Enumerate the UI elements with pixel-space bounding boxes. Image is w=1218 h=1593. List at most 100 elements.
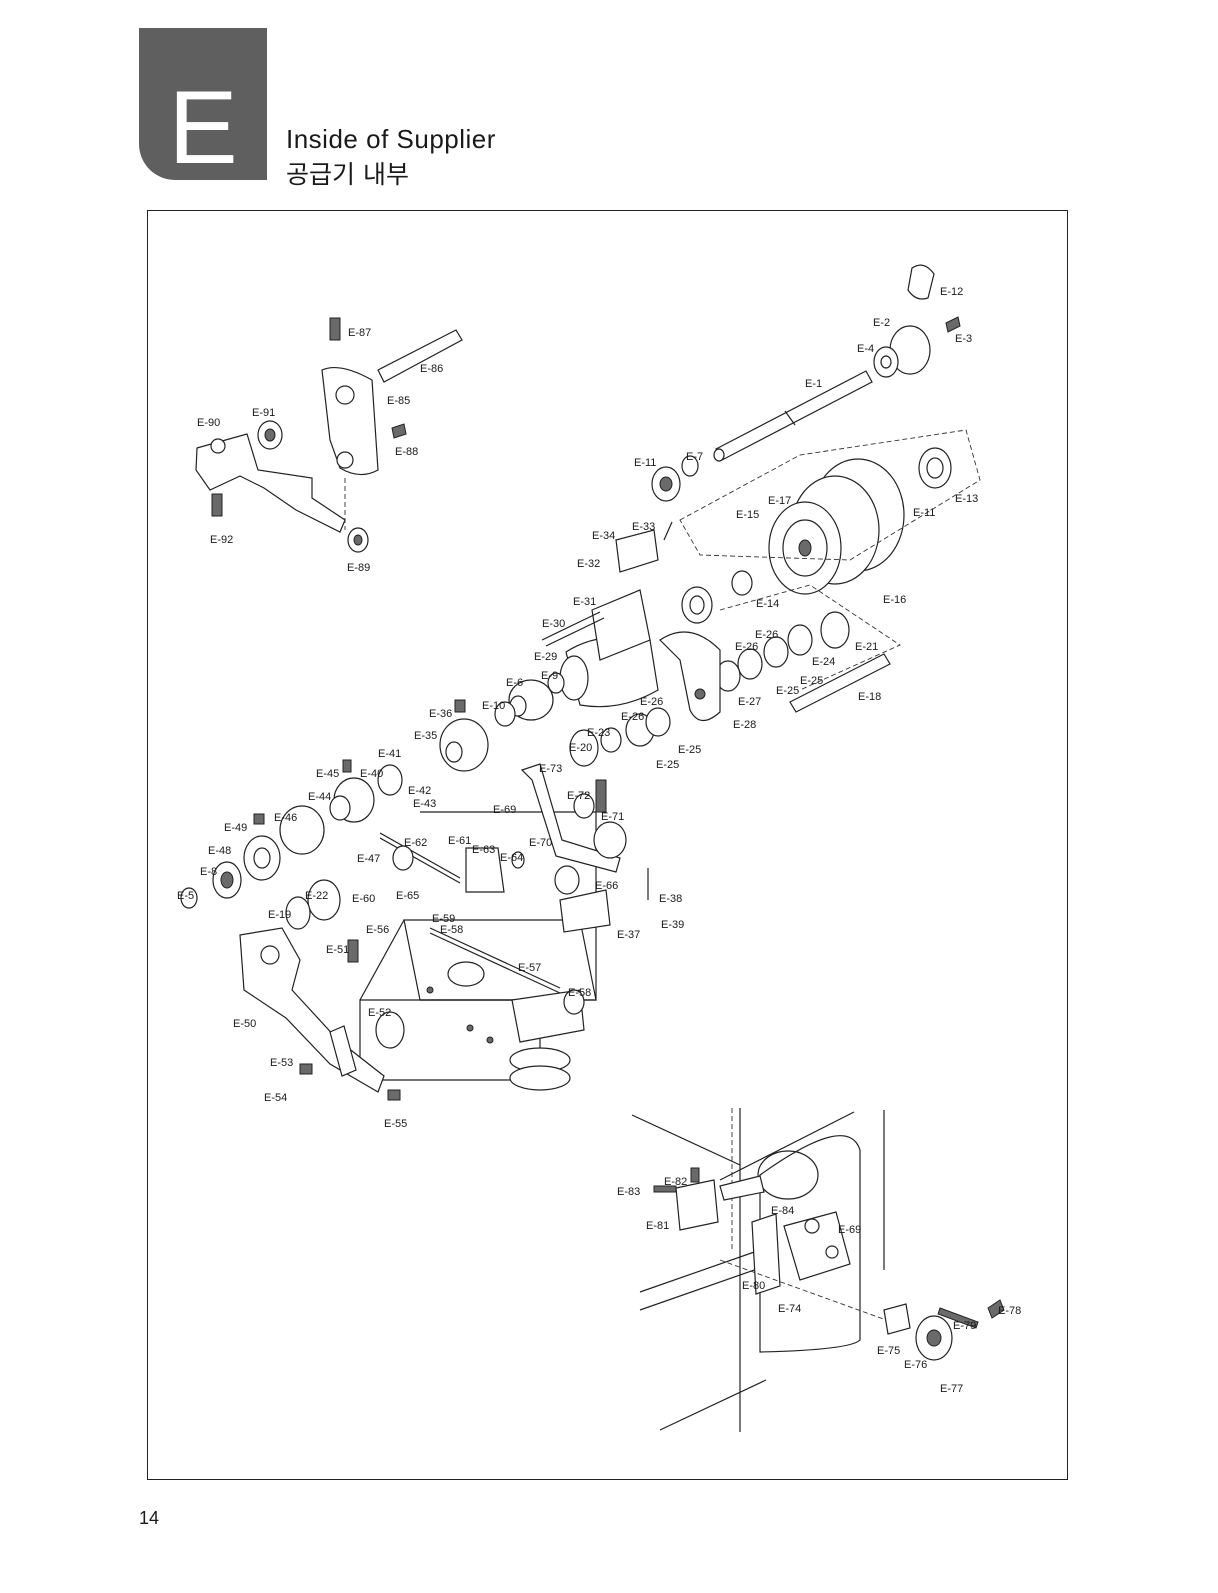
link-plate-e70 (520, 763, 649, 933)
callout-e56: E-56 (366, 924, 389, 936)
callout-e58-b: E-58 (568, 987, 591, 999)
callout-e76: E-76 (904, 1359, 927, 1371)
shaft-e1 (713, 370, 873, 462)
callout-e84: E-84 (771, 1205, 794, 1217)
callout-e90: E-90 (197, 417, 220, 429)
callout-labels: E-12 E-2 E-3 E-4 E-1 E-87 E-86 E-85 E-88… (177, 286, 1021, 1395)
callout-e45: E-45 (316, 768, 339, 780)
callout-e41: E-41 (378, 748, 401, 760)
callout-e6: E-6 (506, 677, 523, 689)
callout-e63: E-63 (472, 844, 495, 856)
callout-e48: E-48 (208, 845, 231, 857)
callout-e16: E-16 (883, 594, 906, 606)
callout-e13: E-13 (955, 493, 978, 505)
callout-e8: E-8 (200, 866, 217, 878)
callout-e77: E-77 (940, 1383, 963, 1395)
callout-e81: E-81 (646, 1220, 669, 1232)
callout-e10: E-10 (482, 700, 505, 712)
callout-e7: E-7 (686, 451, 703, 463)
section-tab: E (139, 28, 267, 180)
callout-e25-c: E-25 (678, 744, 701, 756)
callout-e53: E-53 (270, 1057, 293, 1069)
callout-e25-b: E-25 (776, 685, 799, 697)
callout-e44: E-44 (308, 791, 331, 803)
callout-e66: E-66 (595, 880, 618, 892)
callout-e19: E-19 (268, 909, 291, 921)
lever-e50 (239, 927, 401, 1101)
callout-e12: E-12 (940, 286, 963, 298)
callout-e27: E-27 (738, 696, 761, 708)
inset-detail (631, 1108, 1005, 1432)
callout-e4: E-4 (857, 343, 874, 355)
callout-e22: E-22 (305, 890, 328, 902)
callout-e69-a: E-69 (493, 804, 516, 816)
callout-e33: E-33 (632, 521, 655, 533)
callout-e39: E-39 (661, 919, 684, 931)
callout-e26-d: E-26 (621, 711, 644, 723)
timing-pulley-e16 (679, 429, 981, 595)
callout-e88: E-88 (395, 446, 418, 458)
callout-e43: E-43 (413, 798, 436, 810)
callout-e89: E-89 (347, 562, 370, 574)
callout-e35: E-35 (414, 730, 437, 742)
callout-e87: E-87 (348, 327, 371, 339)
callout-e65: E-65 (396, 890, 419, 902)
callout-e31: E-31 (573, 596, 596, 608)
callout-e61: E-61 (448, 835, 471, 847)
callout-e28: E-28 (733, 719, 756, 731)
callout-e46: E-46 (274, 812, 297, 824)
callout-e1: E-1 (805, 378, 822, 390)
callout-e54: E-54 (264, 1092, 287, 1104)
callout-e80: E-80 (742, 1280, 765, 1292)
clutch-stack (659, 570, 901, 722)
cam-chain (180, 679, 671, 909)
callout-e20: E-20 (569, 742, 592, 754)
callout-e91: E-91 (252, 407, 275, 419)
callout-e50: E-50 (233, 1018, 256, 1030)
callout-e57: E-57 (518, 962, 541, 974)
callout-e18: E-18 (858, 691, 881, 703)
callout-e86: E-86 (420, 363, 443, 375)
callout-e34: E-34 (592, 530, 615, 542)
callout-e74: E-74 (778, 1303, 801, 1315)
callout-e52: E-52 (368, 1007, 391, 1019)
callout-e24: E-24 (812, 656, 835, 668)
callout-e79: E-79 (953, 1320, 976, 1332)
callout-e69-b: E-69 (838, 1224, 861, 1236)
callout-e42: E-42 (408, 785, 431, 797)
section-title-ko: 공급기 내부 (286, 160, 409, 189)
callout-e11-top: E-11 (634, 457, 656, 469)
callout-e47: E-47 (357, 853, 380, 865)
callout-e9: E-9 (541, 670, 558, 682)
callout-e72: E-72 (567, 790, 590, 802)
callout-e83: E-83 (617, 1186, 640, 1198)
callout-e40: E-40 (360, 768, 383, 780)
bearing-e11 (651, 455, 699, 502)
callout-e30: E-30 (542, 618, 565, 630)
callout-e17: E-17 (768, 495, 791, 507)
callout-e3: E-3 (955, 333, 972, 345)
callout-e85: E-85 (387, 395, 410, 407)
callout-e70: E-70 (529, 837, 552, 849)
callout-e51: E-51 (326, 944, 349, 956)
callout-e92: E-92 (210, 534, 233, 546)
callout-e26-b: E-26 (735, 641, 758, 653)
bearing-e13 (918, 447, 952, 489)
callout-e55: E-55 (384, 1118, 407, 1130)
callout-e59: E-59 (432, 913, 455, 925)
knob-e12 (907, 264, 935, 300)
callout-e71: E-71 (601, 811, 624, 823)
callout-e38: E-38 (659, 893, 682, 905)
callout-e60: E-60 (352, 893, 375, 905)
callout-e15: E-15 (736, 509, 759, 521)
callout-e26-c: E-26 (640, 696, 663, 708)
callout-e5: E-5 (177, 890, 194, 902)
hub-e2-e4 (873, 316, 961, 378)
cylinder-block-e29 (541, 521, 673, 708)
diagram-frame (147, 210, 1068, 1480)
callout-e49: E-49 (224, 822, 247, 834)
section-title-en: Inside of Supplier (286, 124, 496, 154)
callout-e37: E-37 (617, 929, 640, 941)
callout-e2: E-2 (873, 317, 890, 329)
